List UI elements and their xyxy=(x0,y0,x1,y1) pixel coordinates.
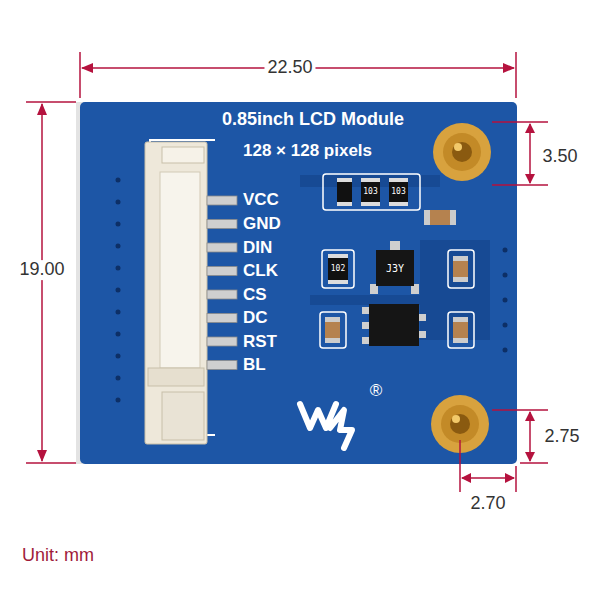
dimension-value: 3.50 xyxy=(539,147,580,167)
module-title: 0.85inch LCD Module xyxy=(222,110,404,130)
resistor-marking: 103 xyxy=(391,188,405,197)
dimension-lines xyxy=(26,52,548,492)
resistor-marking: 103 xyxy=(363,188,377,197)
registered-mark: ® xyxy=(370,382,383,401)
connector-latch xyxy=(162,147,204,163)
connector-pins xyxy=(207,196,237,370)
resistor-symbol xyxy=(328,178,408,284)
pcb-board xyxy=(80,102,517,464)
dimension-value: 2.75 xyxy=(541,427,582,447)
pcb-board: 0.85inch LCD Module 128 × 128 pixels xyxy=(80,102,517,464)
dimension-value: 2.70 xyxy=(467,494,508,514)
pin-name: BL xyxy=(243,356,266,375)
pin-name: VCC xyxy=(243,191,279,210)
brass-standoff xyxy=(431,123,491,453)
connector-latch xyxy=(162,392,204,440)
transistor-marking: J3Y xyxy=(386,263,404,274)
pin-name: DC xyxy=(243,309,268,328)
connector-housing xyxy=(145,142,207,444)
resolution-text: 128 × 128 pixels xyxy=(243,142,372,161)
resistor-marking: 102 xyxy=(331,265,345,274)
component-outlines xyxy=(320,174,474,348)
pin-name: DIN xyxy=(243,239,272,258)
pin-name: RST xyxy=(243,333,277,352)
dimension-arrowheads xyxy=(37,63,535,483)
pin-name: GND xyxy=(243,215,281,234)
pin-name: CLK xyxy=(243,262,278,281)
connector-cavity xyxy=(160,172,200,368)
brand-logo xyxy=(300,404,352,448)
dimension-value: 22.50 xyxy=(264,58,315,78)
unit-note: Unit: mm xyxy=(22,546,94,566)
pin-name: CS xyxy=(243,286,267,305)
connector-rib xyxy=(148,368,204,386)
dimension-value: 19.00 xyxy=(16,260,67,280)
ic-chip xyxy=(362,304,426,346)
transistor-symbol xyxy=(370,241,419,294)
